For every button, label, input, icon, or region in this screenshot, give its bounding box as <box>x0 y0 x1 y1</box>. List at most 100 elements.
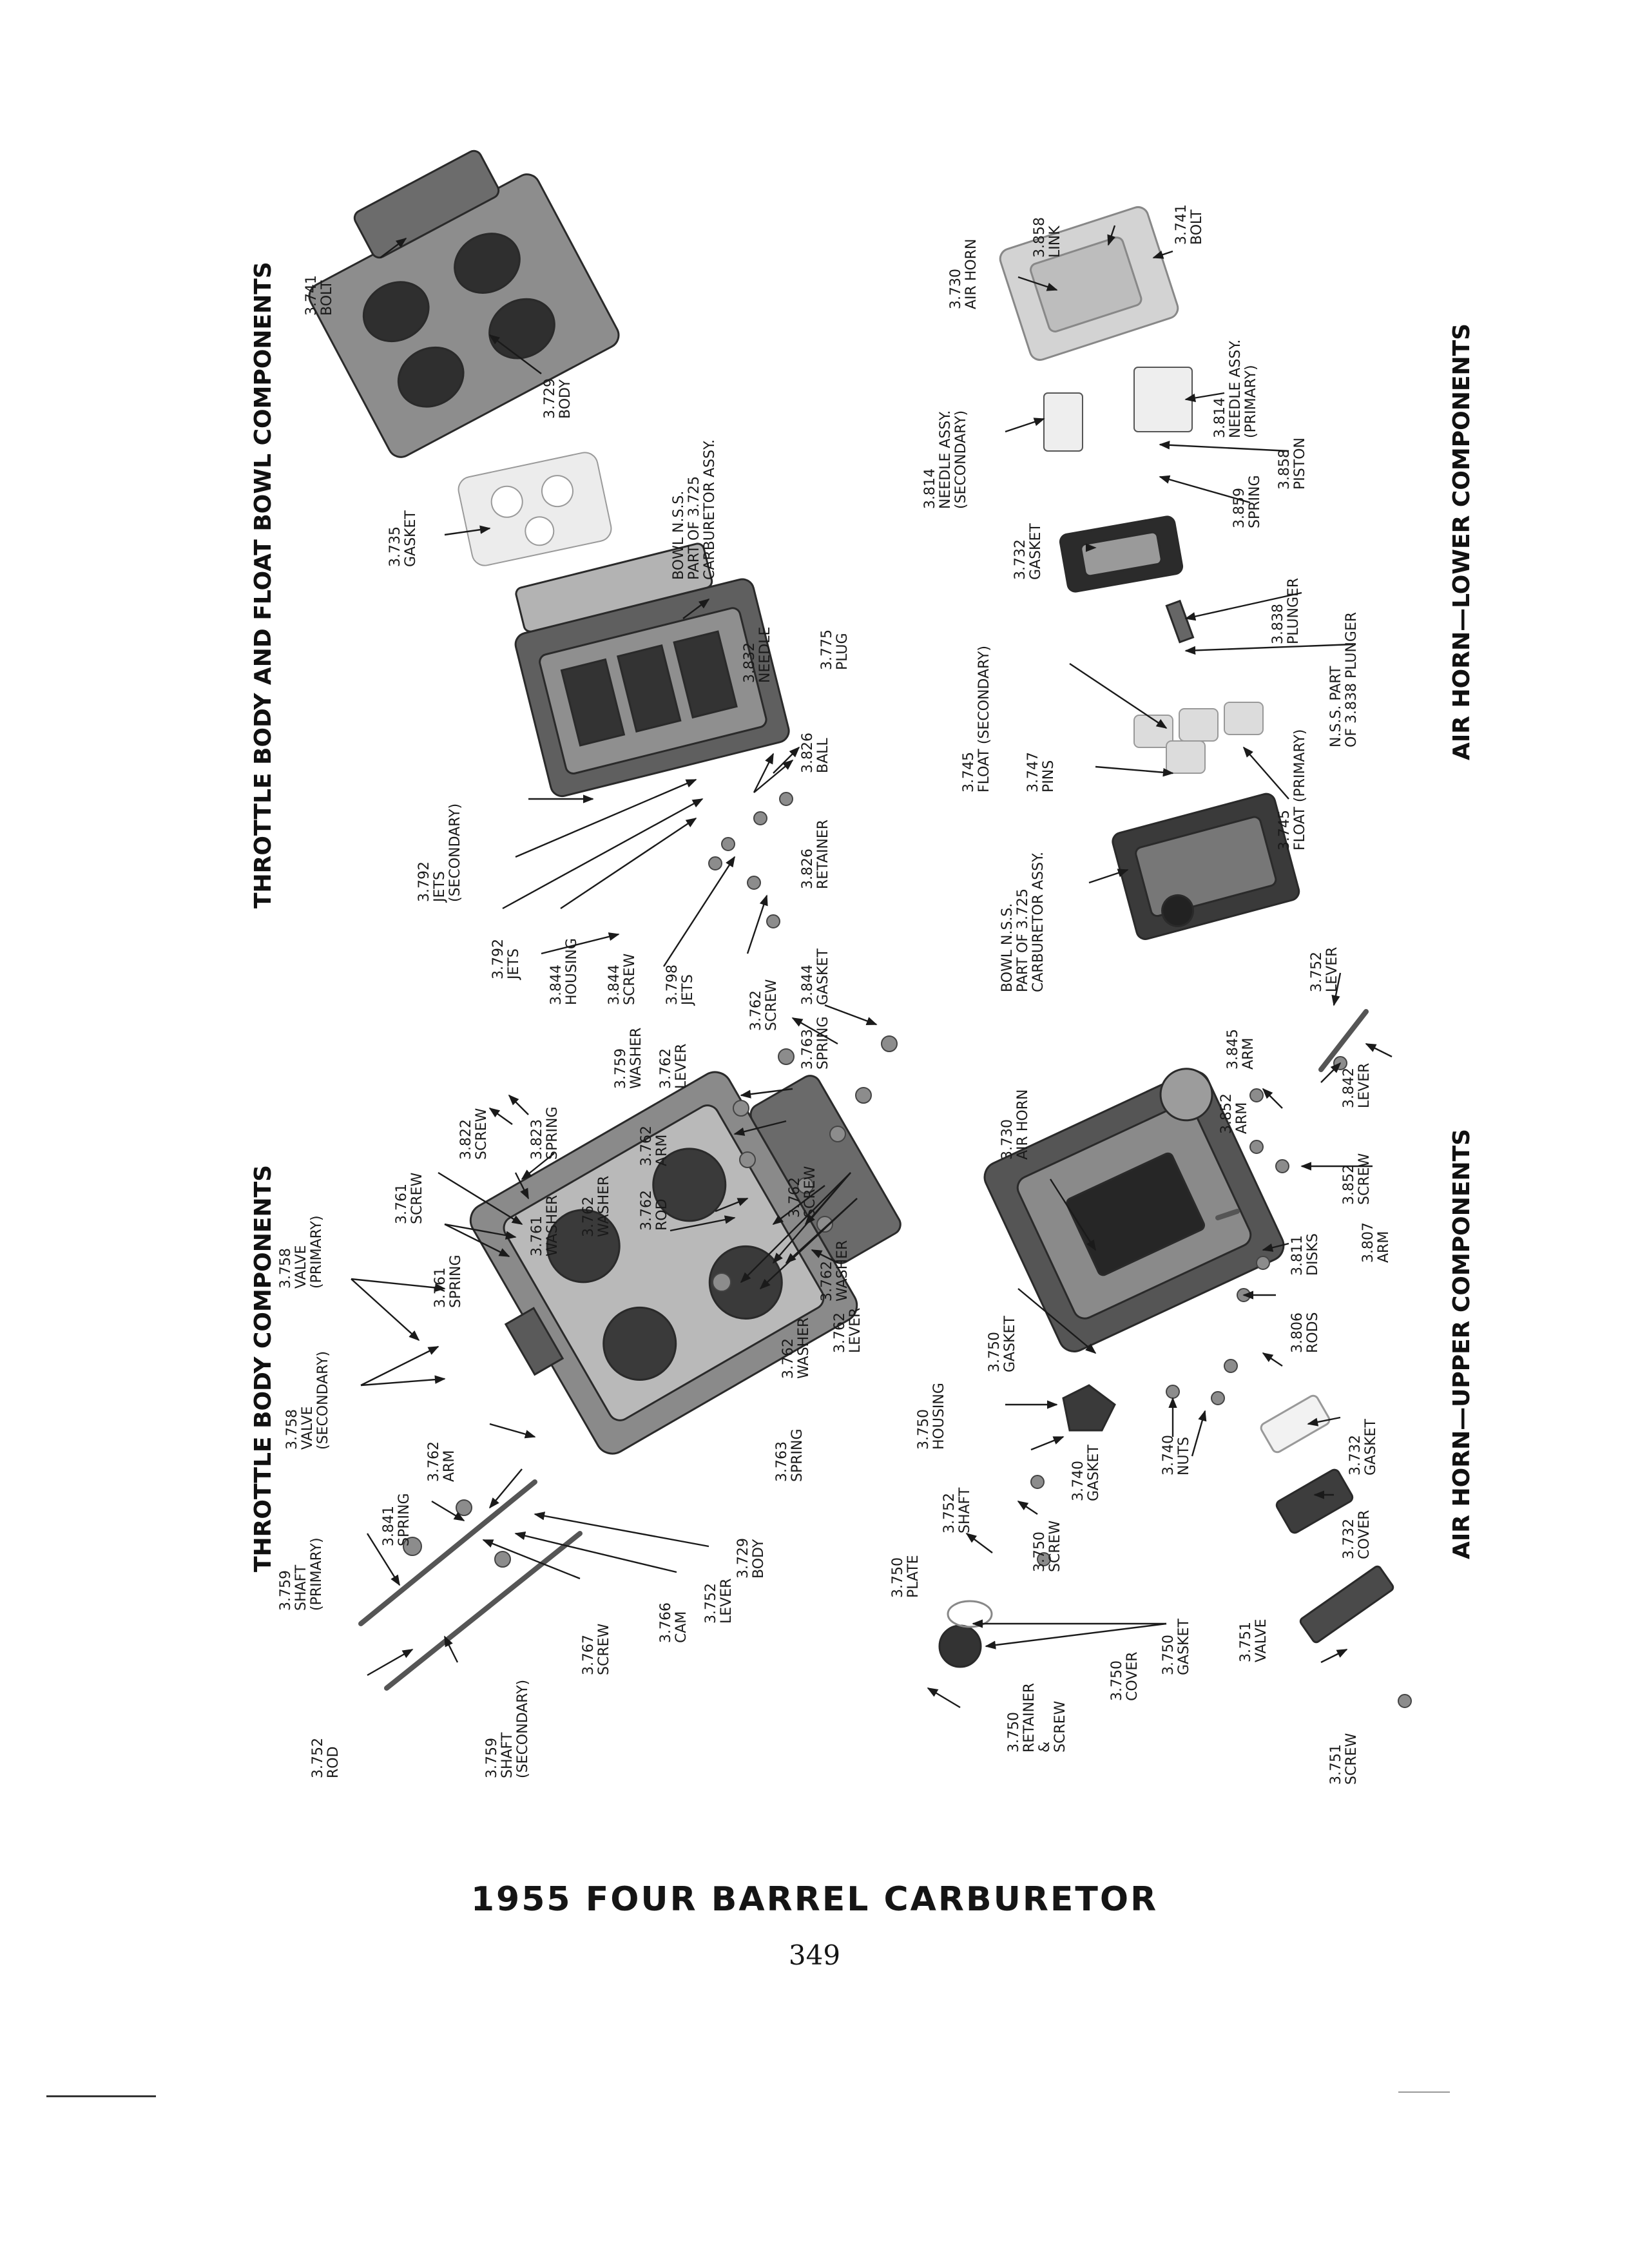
leader-lines <box>351 225 1393 1709</box>
callout-hl-needle-secondary: 3.814NEEDLE ASSY.(SECONDARY) <box>922 410 969 509</box>
callout-tb-lever-3762a: 3.762LEVER <box>658 1044 689 1089</box>
callout-line: SPRING <box>1247 475 1263 528</box>
callout-tb-arm-3762b: 3.762ARM <box>639 1126 670 1166</box>
callout-line: 3.752 <box>1309 952 1325 992</box>
callout-line: (SECONDARY) <box>447 803 463 902</box>
callout-line: GASKET <box>1176 1619 1192 1675</box>
callout-line: AIR HORN <box>963 239 979 309</box>
callout-line: 3.858 <box>1032 217 1048 258</box>
callout-line: 3.750 <box>1006 1712 1022 1753</box>
callout-line: 3.763 <box>800 1029 816 1070</box>
callout-line: PLUNGER <box>1286 578 1302 644</box>
callout-line: CARBURETOR ASSY. <box>1030 852 1046 992</box>
callout-line: JETS <box>432 871 448 903</box>
callout-tb-lever-3752: 3.752LEVER <box>703 1579 735 1624</box>
callout-line: 3.735 <box>387 526 403 567</box>
callout-line: SPRING <box>545 1106 561 1160</box>
callout-hl-nss-plunger: N.S.S. PARTOF 3.838 PLUNGER <box>1328 612 1360 747</box>
callout-line: 3.732 <box>1012 539 1028 580</box>
callout-hu-gasket-3750a: 3.750GASKET <box>1161 1619 1192 1675</box>
heading-horn-upper: AIR HORN—UPPER COMPONENTS <box>1449 1129 1475 1559</box>
callout-line: 3.859 <box>1231 488 1248 528</box>
callout-line: 3.762 <box>581 1196 597 1237</box>
callout-line: VALVE <box>300 1407 316 1450</box>
callout-line: 3.826 <box>800 849 816 889</box>
callout-fb-jets-secondary: 3.792JETS(SECONDARY) <box>416 803 463 903</box>
callout-hu-gasket-3740: 3.740GASKET <box>1070 1445 1102 1501</box>
callout-hu-air-horn: 3.730AIR HORN <box>999 1090 1031 1160</box>
callout-hu-lever-3752: 3.752LEVER <box>1309 947 1340 992</box>
callout-line: 3.845 <box>1225 1029 1241 1070</box>
callout-line: (SECONDARY) <box>515 1680 531 1778</box>
callout-line: 3.750 <box>1032 1532 1048 1572</box>
callout-fb-bolt-3741: 3.741BOLT <box>304 275 335 316</box>
callout-hl-piston-3858: 3.858PISTON <box>1277 437 1308 490</box>
callout-tb-screw-3762b: 3.762SCREW <box>787 1166 818 1218</box>
callout-line: 3.762 <box>639 1190 655 1231</box>
callout-tb-screw-3822: 3.822SCREW <box>458 1108 490 1160</box>
callout-hl-air-horn: 3.730AIR HORN <box>948 239 979 309</box>
callout-tb-spring-3841: 3.841SPRING <box>381 1493 412 1546</box>
callout-line: ROD <box>654 1198 670 1231</box>
callout-line: 3.750 <box>890 1557 906 1598</box>
callout-line: 3.741 <box>1173 204 1190 245</box>
callout-line: 3.762 <box>639 1126 655 1166</box>
callout-line: 3.745 <box>1277 810 1293 850</box>
callout-line: 3.838 <box>1270 604 1286 644</box>
callout-line: (PRIMARY) <box>1243 365 1259 438</box>
shaft-parts <box>358 1009 1369 1691</box>
callout-tb-spring-3823: 3.823SPRING <box>529 1106 561 1160</box>
callout-hl-plunger-3838: 3.838PLUNGER <box>1270 578 1302 644</box>
callout-line: SHAFT <box>499 1732 516 1778</box>
callout-line: 3.732 <box>1341 1519 1357 1559</box>
callout-line: FLOAT (PRIMARY) <box>1292 729 1308 850</box>
callout-line: SCREW <box>1344 1733 1360 1785</box>
callout-line: JETS <box>680 974 696 1006</box>
callout-line: & <box>1037 1742 1053 1753</box>
callout-hl-gasket-3732: 3.732GASKET <box>1012 523 1044 580</box>
callout-line: GASKET <box>1028 523 1044 580</box>
callout-line: 3.730 <box>999 1119 1016 1160</box>
callout-line: 3.826 <box>800 733 816 773</box>
callout-line: SPRING <box>448 1254 464 1308</box>
callout-line: WASHER <box>796 1318 812 1379</box>
callout-line: GASKET <box>1002 1316 1018 1372</box>
callout-fb-body-3729: 3.729BODY <box>542 378 574 419</box>
callout-line: PART OF 3.725 <box>686 476 702 580</box>
callout-line: 3.729 <box>735 1538 751 1579</box>
callout-hu-screw-3852: 3.852SCREW <box>1341 1153 1373 1205</box>
callout-hl-spring-3859: 3.859SPRING <box>1231 475 1263 528</box>
callout-tb-washer-3762b: 3.762WASHER <box>819 1240 851 1302</box>
callout-line: 3.750 <box>1161 1635 1177 1675</box>
callout-hl-bolt-3741: 3.741BOLT <box>1173 204 1205 245</box>
callout-hu-plate: 3.750PLATE <box>890 1555 921 1598</box>
callout-line: 3.814 <box>1212 398 1228 438</box>
callout-fb-bowl-nss: BOWL N.S.S.PART OF 3.725CARBURETOR ASSY. <box>671 439 718 580</box>
callout-line: JETS <box>506 948 522 981</box>
valve-3751-part <box>1299 1565 1394 1644</box>
callout-line: WASHER <box>545 1195 561 1256</box>
callout-line: VALVE <box>293 1245 309 1289</box>
page-title: 1955 FOUR BARREL CARBURETOR <box>470 1880 1159 1919</box>
callout-line: SCREW <box>596 1623 612 1675</box>
callout-line: WASHER <box>596 1176 612 1237</box>
callout-hu-housing-3750: 3.750HOUSING <box>916 1383 947 1450</box>
callout-tb-shaft-secondary: 3.759SHAFT(SECONDARY) <box>484 1680 531 1778</box>
callout-hl-link-3858: 3.858LINK <box>1032 217 1063 258</box>
scan-mark-left <box>46 2095 156 2097</box>
callout-line: 3.752 <box>703 1583 719 1624</box>
callout-line: 3.767 <box>581 1635 597 1675</box>
callout-line: ARM <box>441 1450 458 1482</box>
callout-line: GASKET <box>1363 1419 1379 1475</box>
callout-hu-lever-3842: 3.842LEVER <box>1341 1063 1373 1108</box>
callout-line: ARM <box>654 1135 670 1166</box>
callout-line: SCREW <box>1356 1153 1373 1205</box>
callout-tb-screw-3767: 3.767SCREW <box>581 1623 612 1675</box>
callout-line: 3.750 <box>1109 1660 1125 1701</box>
callout-tb-spring-3763a: 3.763SPRING <box>774 1428 805 1482</box>
float-parts <box>1133 702 1264 774</box>
callout-line: 3.775 <box>819 629 835 670</box>
callout-tb-lever-3762b: 3.762LEVER <box>832 1308 863 1353</box>
callout-hu-gasket-3732: 3.732GASKET <box>1347 1419 1379 1475</box>
throttle-body-part <box>469 1071 901 1455</box>
